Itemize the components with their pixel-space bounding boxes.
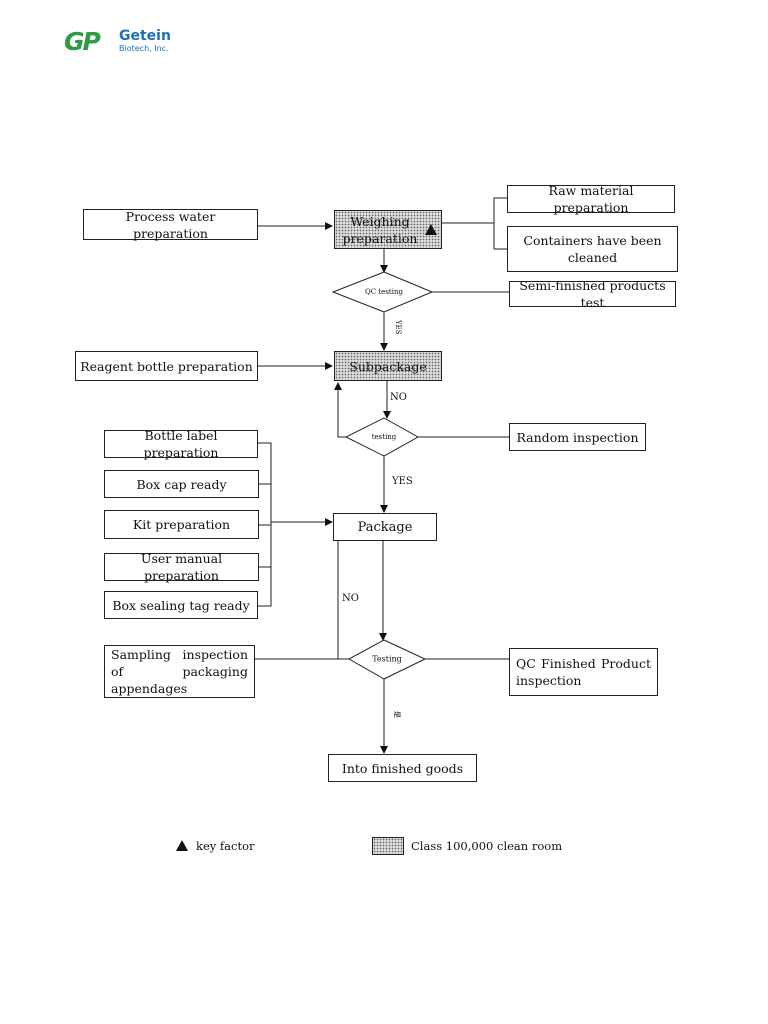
label-testing: Testing	[372, 654, 402, 664]
box-kit-prep: Kit preparation	[104, 510, 259, 539]
label-qc-testing: QC testing	[365, 288, 403, 296]
box-process-water: Process water preparation	[83, 209, 258, 241]
arrow-no-loop-subpackage	[334, 382, 346, 438]
box-box-cap: Box cap ready	[104, 470, 259, 498]
label-yes-2: YES	[392, 476, 413, 487]
label-testing-small: testing	[371, 433, 397, 441]
label-yes-rotated-2: 是	[393, 711, 401, 718]
label-no-2: NO	[342, 593, 359, 604]
dotted-swatch-icon	[372, 837, 404, 855]
box-subpackage: Subpackage	[334, 351, 442, 381]
box-qc-finished: QC Finished Product inspection	[509, 648, 658, 696]
decision-testing-small	[344, 417, 420, 457]
box-box-sealing: Box sealing tag ready	[104, 591, 258, 619]
key-factor-icon	[425, 224, 437, 235]
legend-key-factor: key factor	[196, 839, 255, 853]
box-bottle-label: Bottle label preparation	[104, 428, 258, 460]
decision-qc-testing	[331, 271, 434, 313]
logo-mark: GP	[64, 27, 101, 56]
weighing-label: Weighing preparation	[342, 213, 418, 246]
logo-subtitle: Biotech, Inc.	[119, 44, 169, 53]
box-semi-finished-test: Semi-finished products test	[509, 278, 676, 310]
label-yes-rotated: YES	[394, 320, 402, 335]
legend-clean-room: Class 100,000 clean room	[411, 839, 563, 853]
box-reagent-bottle: Reagent bottle preparation	[75, 351, 258, 381]
bracket-raw-material	[493, 197, 507, 250]
logo-name: Getein	[119, 28, 171, 44]
label-no-1: NO	[390, 392, 407, 403]
box-containers: Containers have been cleaned	[507, 226, 678, 272]
box-weighing: Weighing preparation	[334, 210, 442, 249]
box-finished-goods: Into finished goods	[328, 754, 477, 782]
box-random-inspection: Random inspection	[509, 423, 646, 451]
box-sampling: Sampling inspection of packaging appenda…	[104, 645, 255, 698]
box-raw-material: Raw material preparation	[507, 183, 675, 215]
decision-testing	[347, 639, 427, 680]
triangle-icon	[176, 840, 188, 851]
box-user-manual: User manual preparation	[104, 551, 259, 583]
box-package: Package	[333, 513, 437, 541]
